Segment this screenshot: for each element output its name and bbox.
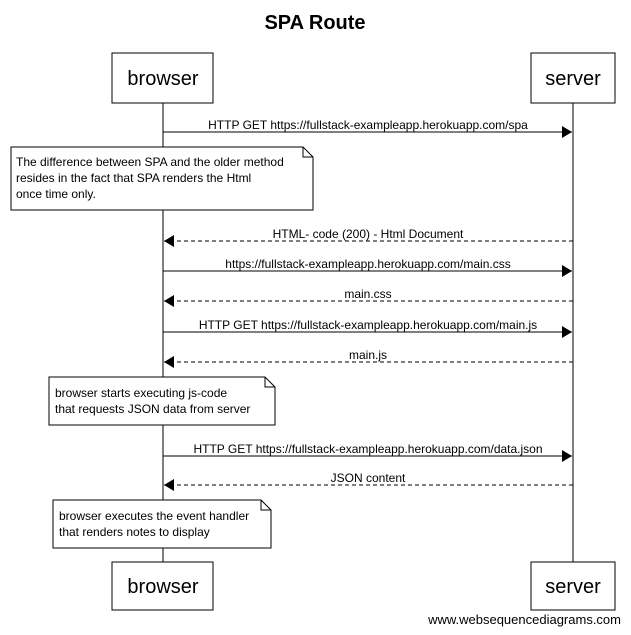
diagram-title: SPA Route [264, 12, 365, 34]
message-request-json: HTTP GET https://fullstack-exampleapp.he… [163, 442, 572, 462]
note-line: that requests JSON data from server [55, 402, 250, 416]
message-label: https://fullstack-exampleapp.herokuapp.c… [225, 257, 510, 271]
watermark-text: www.websequencediagrams.com [427, 612, 621, 627]
message-label: HTML- code (200) - Html Document [273, 227, 464, 241]
note-line: The difference between SPA and the older… [16, 155, 284, 169]
message-request-js: HTTP GET https://fullstack-exampleapp.he… [163, 318, 572, 338]
note-line: resides in the fact that SPA renders the… [16, 171, 251, 185]
server-actor-label: server [545, 576, 601, 598]
note-line: that renders notes to display [59, 525, 210, 539]
note-line: once time only. [16, 187, 96, 201]
message-label: JSON content [331, 471, 406, 485]
message-request-spa: HTTP GET https://fullstack-exampleapp.he… [163, 118, 572, 138]
message-label: HTTP GET https://fullstack-exampleapp.he… [199, 318, 537, 332]
server-actor-bottom: server [530, 561, 616, 611]
browser-actor-top: browser [111, 52, 214, 104]
server-actor-label: server [545, 68, 601, 90]
message-label: HTTP GET https://fullstack-exampleapp.he… [193, 442, 542, 456]
message-label: main.js [349, 348, 387, 362]
server-actor-top: server [530, 52, 616, 104]
note-spa-difference: The difference between SPA and the older… [10, 146, 314, 211]
message-response-css: main.css [164, 287, 573, 307]
browser-actor-label: browser [127, 68, 198, 90]
message-label: main.css [344, 287, 391, 301]
note-line: browser executes the event handler [59, 509, 249, 523]
message-request-css: https://fullstack-exampleapp.herokuapp.c… [163, 257, 572, 277]
message-response-html: HTML- code (200) - Html Document [164, 227, 573, 247]
browser-actor-label: browser [127, 576, 198, 598]
message-response-js: main.js [164, 348, 573, 368]
note-event-handler: browser executes the event handler that … [52, 499, 272, 549]
message-label: HTTP GET https://fullstack-exampleapp.he… [208, 118, 528, 132]
message-response-json: JSON content [164, 471, 573, 491]
note-js-execution: browser starts executing js-code that re… [48, 376, 276, 426]
note-line: browser starts executing js-code [55, 386, 227, 400]
browser-actor-bottom: browser [111, 561, 214, 611]
